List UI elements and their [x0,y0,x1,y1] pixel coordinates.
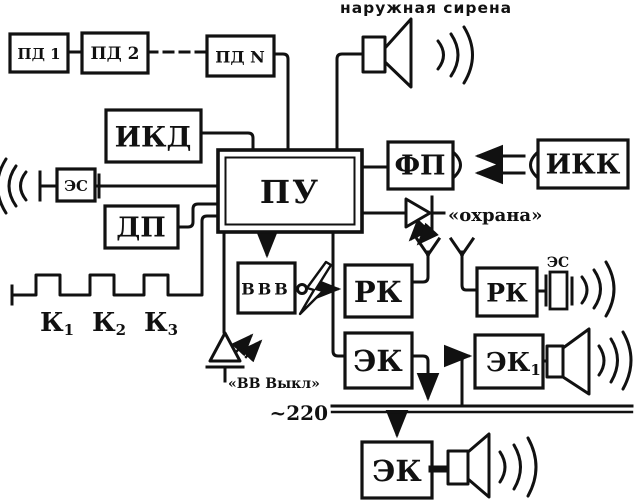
wire-ek-mains-arrow [410,354,440,402]
wire-siren-pu [335,52,365,152]
block-ek1: ЭК1 [473,333,545,390]
sounder-icon: ЭС [544,255,574,311]
vv-off-led-icon [205,331,263,383]
contact-labels: К1 К2 К3 [40,308,178,339]
block-rk-rx: РК [475,266,539,318]
block-rk-tx: РК [343,263,414,319]
block-rk-rx-label: РК [486,279,528,308]
siren-waves-icon [436,25,474,85]
block-dp-label: ДП [116,213,166,244]
wire-contact-chain [10,214,220,297]
siren-speaker-icon [361,17,413,89]
wire-pdn-pu [272,52,290,152]
fp-lens [451,150,462,180]
block-ikd: ИКД [104,108,203,164]
block-dp: ДП [103,204,180,250]
block-es-mic: ЭС [38,167,101,203]
ek1-speaker-icon [545,327,591,396]
wires [10,50,634,439]
guard-caption: «охрана» [448,205,542,226]
block-ek1-label: ЭК1 [486,348,541,379]
block-pd2: ПД 2 [80,31,150,75]
wire-mains-ek1-arrow [443,344,473,407]
ikk-lens [529,150,540,180]
siren-caption: наружная сирена [340,0,512,17]
block-pu-label: ПУ [260,173,320,211]
block-ikk-label: ИКК [546,150,621,181]
contact-k1-label: К1 [40,308,74,339]
block-ek-tx-label: ЭК [353,344,403,378]
block-pu: ПУ [216,148,364,234]
wire-ikd-pu [199,131,255,152]
block-pd1: ПД 1 [8,32,70,74]
block-pd2-label: ПД 2 [91,44,140,64]
wire-rk-antenna-tx [410,250,430,284]
block-ek-tx: ЭК [343,331,414,390]
wire-dp-pu [176,202,220,229]
sounder-label: ЭС [547,255,569,271]
block-es-mic-label: ЭС [64,177,88,195]
block-pdn-label: ПД N [215,48,265,67]
contact-k3-label: К3 [144,308,178,339]
ek1-speaker-waves-icon [597,330,633,391]
block-rk-tx-label: РК [354,275,403,309]
sound-waves-in-icon [0,157,28,215]
sounder-waves-icon [580,260,616,318]
lightning-icon [298,260,333,316]
block-vvv: ВВВ [236,261,308,315]
wire-pu-ek [331,230,347,358]
contact-k2-label: К2 [92,308,126,339]
block-vvv-label: ВВВ [241,280,291,299]
ek-rx-speaker-icon [428,432,491,499]
ek-rx-speaker-waves-icon [498,436,538,498]
mains-voltage-label: ~220 [269,401,328,425]
antenna-rx-icon [448,236,476,258]
vvv-output-terminal [296,283,308,295]
block-ikk: ИКК [529,138,630,190]
guard-led-icon [404,195,446,246]
block-ek-rx: ЭК [360,440,434,500]
wire-rk-antenna-rx [460,250,479,292]
block-ek-rx-label: ЭК [372,454,422,488]
block-pd1-label: ПД 1 [17,45,60,63]
block-ikd-label: ИКД [115,121,192,154]
vv-off-caption: «ВВ Выкл» [228,376,320,392]
block-fp: ФП [386,140,462,191]
block-fp-label: ФП [394,151,445,182]
block-pdn: ПД N [205,34,276,78]
